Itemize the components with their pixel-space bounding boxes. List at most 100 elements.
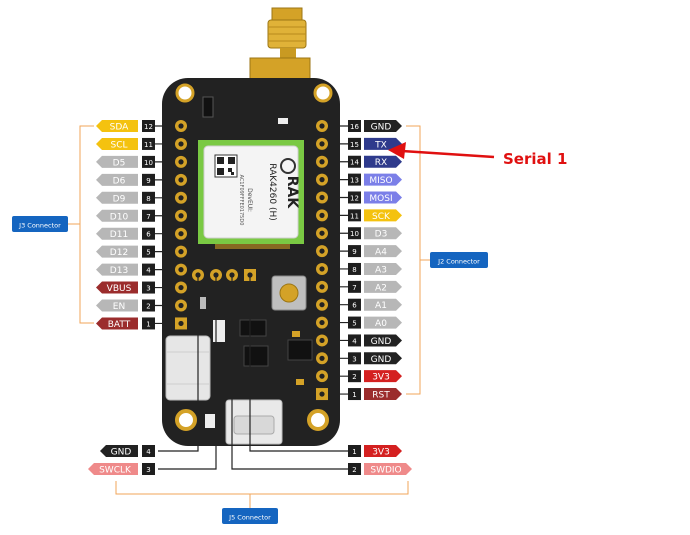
j2-pin-13-label: MISO [364,173,402,186]
pin-number: 1 [352,391,356,399]
j2-pin-12-label: MOSI [364,191,402,204]
j2-connector-label: J2 Connector [430,252,488,268]
pin-number: 3 [146,466,150,474]
j3-pin-9-number: 9 [142,173,155,186]
pin-number: 5 [352,320,356,328]
j2-pin-4-number: 4 [348,334,361,347]
j2-pin-7-label: A2 [364,280,402,293]
j2-pin-13: 13 MISO [316,173,402,186]
j3-connector-text: J3 Connector [18,222,61,230]
j2-pin-3-label: GND [364,352,402,365]
pin-number: 7 [352,284,356,292]
j2-pin-7-pad [316,280,328,293]
pin-label: D3 [375,230,388,240]
j3-pin-4-label: D13 [96,263,138,276]
qr-code-icon [214,154,238,178]
j2-pin-9-number: 9 [348,245,361,258]
j2-pin-15-label: TX [364,137,402,150]
j2-pin-3-number: 3 [348,352,361,365]
pin-label: A4 [375,248,387,258]
pin-number: 5 [146,249,150,257]
pin-number: 11 [144,141,153,149]
j2-pin-1-label: RST [364,388,402,401]
j2-pin-1-number: 1 [348,388,361,401]
j3-pin-12-pad [175,120,187,132]
j2-pin-5: 5 A0 [316,316,402,329]
j2-pin-14-number: 14 [348,155,361,168]
j2-pin-10-pad [316,227,328,240]
pin-number: 10 [144,159,153,167]
pin-label: SCL [110,140,127,150]
j2-connector-text: J2 Connector [437,258,480,266]
pin-label: SWCLK [99,466,132,476]
j5-pin-3: SWCLK 3 [88,463,155,476]
pin-label: D6 [113,176,126,186]
j2-pin-6-number: 6 [348,298,361,311]
pin-number: 15 [350,141,359,149]
j3-pin-9-label: D6 [96,173,138,186]
j2-pin-6: 6 A1 [316,298,402,311]
pin-number: 9 [352,248,356,256]
j3-pin-11-pad [175,137,187,150]
j2-pin-15: 15 TX [316,137,402,150]
j2-pin-9: 9 A4 [316,245,402,258]
pin-label: A1 [375,301,387,311]
pin-number: 7 [146,213,150,221]
pin-label: D13 [110,266,128,276]
j2-pin-3-pad [316,352,328,365]
j2-pin-2-label: 3V3 [364,370,402,383]
j2-pin-15-pad [316,137,328,150]
j3-pin-9: D6 9 [96,173,187,186]
j3-pin-9-pad [175,173,187,186]
arrow-head-icon [388,142,406,159]
j3-pin-2-label: EN [96,299,138,312]
j2-pin-8-label: A3 [364,262,402,275]
pin-number: 8 [146,195,150,203]
j5-pin-2-label: SWDIO [364,463,412,476]
j3-pin-1-number: 1 [142,317,155,330]
pin-label: GND [371,355,392,365]
pin-label: TX [374,140,387,150]
j3-pin-8-pad [175,191,187,204]
pin-label: A0 [375,319,387,329]
pin-label: EN [113,302,125,312]
pin-number: 4 [146,448,151,456]
j3-pin-4-number: 4 [142,263,155,276]
j5-connector-text: J5 Connector [228,514,271,522]
j2-pin-6-label: A1 [364,298,402,311]
j3-pin-3-label: VBUS [96,281,138,294]
pin-label: GND [111,448,132,458]
j2-pin-5-number: 5 [348,316,361,329]
pin-label: A3 [375,265,387,275]
pin-label: RST [372,391,390,401]
pin-number: 12 [350,194,359,202]
j2-pin-10-number: 10 [348,227,361,240]
j2-pin-4-pad [316,334,328,347]
j5-bracket [115,481,409,508]
module-deveui-value: AC1F09FFFE0175D0 [238,175,244,226]
j2-pin-1: 1 RST [316,388,402,401]
j5-leader-lines [158,275,348,470]
j2-pin-16-label: GND [364,120,402,133]
pin-label: 3V3 [372,373,390,383]
j3-pin-12-number: 12 [142,120,155,132]
rak-module: RAK RAK4260 (H) DevEUI: AC1F09FFFE0175D0 [198,140,304,244]
pin-number: 13 [350,177,359,185]
j5-pin-4-number: 4 [142,445,155,457]
j3-pin-4-pad [175,263,187,276]
pin-number: 6 [352,302,357,310]
serial-annotation-label: Serial 1 [503,150,567,168]
j2-pin-1-pad [316,388,328,401]
pin-number: 10 [350,230,359,238]
mounting-holes [175,83,333,431]
pin-number: 2 [352,373,356,381]
j5-pin-4: GND 4 [100,445,155,458]
pin-label: 3V3 [372,448,390,458]
j5-pin-3-number: 3 [142,463,155,475]
pin-label: D12 [110,248,128,258]
j3-pin-5-pad [175,245,187,258]
j2-pin-15-number: 15 [348,137,361,150]
